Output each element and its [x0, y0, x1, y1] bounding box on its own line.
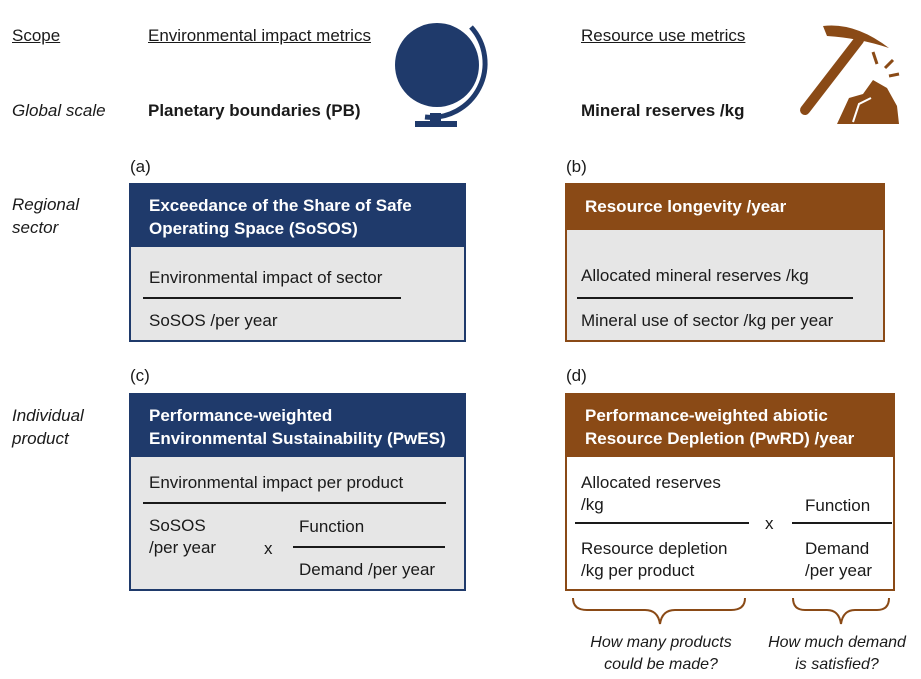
globe-icon	[395, 23, 488, 127]
demand-brace	[792, 597, 890, 625]
braces	[572, 597, 890, 625]
individual-product-label: Individual product	[12, 406, 84, 448]
panel-a-numerator: Environmental impact of sector	[149, 268, 383, 287]
scope-header: Scope	[12, 26, 61, 45]
environmental-metrics-header: Environmental impact metrics	[148, 26, 371, 45]
panel-d-right-fraction-line	[792, 522, 892, 524]
panel-b-denominator: Mineral use of sector /kg per year	[581, 311, 834, 330]
panel-a-title: Exceedance of the Share of Safe Operatin…	[131, 185, 464, 247]
panel-a-fraction-line	[143, 297, 401, 299]
panel-d-left-numerator: Allocated reserves /kg	[581, 473, 721, 514]
global-scale-label: Global scale	[12, 101, 106, 120]
panel-d-left-fraction-line	[575, 522, 749, 524]
panel-d-title: Performance-weighted abiotic Resource De…	[567, 395, 893, 457]
panel-c-function: Function	[299, 517, 365, 536]
panel-d-box: Performance-weighted abiotic Resource De…	[565, 393, 895, 591]
panel-c-times: x	[264, 539, 273, 558]
resource-metrics-header: Resource use metrics	[581, 26, 746, 45]
panel-c-letter: (c)	[130, 366, 150, 385]
panel-d-demand: Demand /per year	[805, 539, 873, 580]
products-annotation: How many products could be made?	[590, 634, 732, 673]
panel-a-denominator: SoSOS /per year	[149, 311, 278, 330]
panel-b-letter: (b)	[566, 157, 587, 176]
panel-c-fraction-line	[143, 502, 446, 504]
panel-b-fraction-line	[577, 297, 853, 299]
panel-d-left-denominator: Resource depletion /kg per product	[581, 539, 728, 580]
panel-a-letter: (a)	[130, 157, 151, 176]
panel-c-denominator-left: SoSOS /per year	[149, 516, 217, 557]
panel-b-numerator: Allocated mineral reserves /kg	[581, 266, 809, 285]
panel-c-demand: Demand /per year	[299, 560, 436, 579]
panel-c-numerator: Environmental impact per product	[149, 473, 404, 492]
panel-d-function: Function	[805, 496, 871, 515]
panel-b-title: Resource longevity /year	[567, 185, 883, 230]
panel-a-box: Exceedance of the Share of Safe Operatin…	[129, 183, 466, 342]
planetary-boundaries-label: Planetary boundaries (PB)	[148, 101, 361, 120]
panel-b-box: Resource longevity /year Allocated miner…	[565, 183, 885, 342]
panel-c-box: Performance-weighted Environmental Susta…	[129, 393, 466, 591]
mineral-reserves-label: Mineral reserves /kg	[581, 101, 745, 120]
panel-d-times: x	[765, 514, 774, 533]
regional-sector-label: Regional sector	[12, 195, 80, 237]
products-brace	[572, 597, 746, 625]
panel-c-inner-fraction-line	[293, 546, 445, 548]
panel-c-title: Performance-weighted Environmental Susta…	[131, 395, 464, 457]
demand-annotation: How much demand is satisfied?	[768, 634, 906, 673]
pickaxe-icon	[800, 25, 900, 124]
panel-d-letter: (d)	[566, 366, 587, 385]
